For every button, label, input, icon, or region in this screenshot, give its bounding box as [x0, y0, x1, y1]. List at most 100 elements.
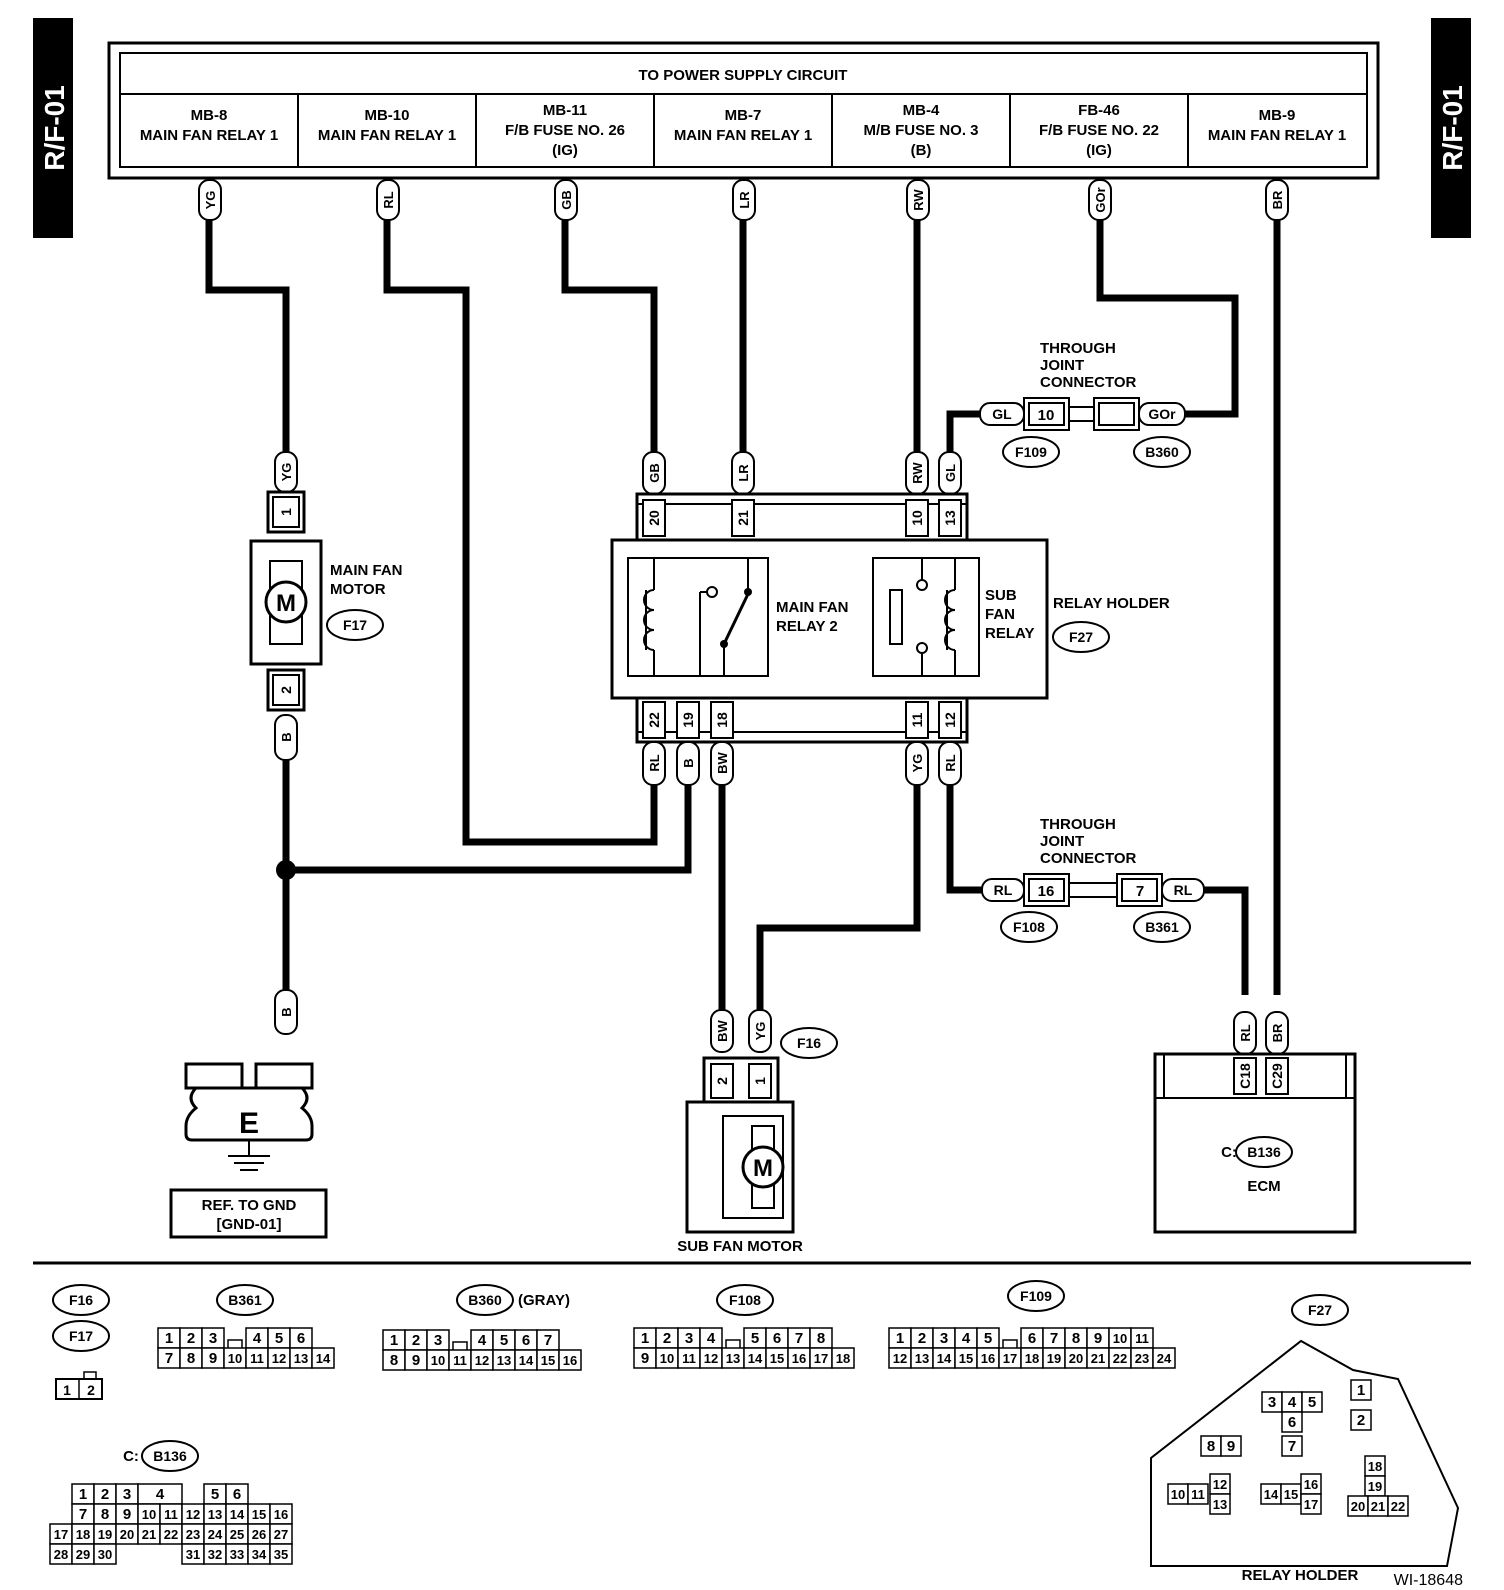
svg-text:12: 12: [942, 712, 958, 728]
pin-number: 2: [101, 1486, 109, 1503]
wire-tag-lr: LR: [737, 191, 752, 209]
svg-text:RL: RL: [994, 882, 1013, 898]
through-joint-connector-top: THROUGH JOINT CONNECTOR GL 10 1 GOr F109…: [979, 340, 1191, 468]
pin-number: 3: [209, 1330, 217, 1347]
pin-number: 4: [707, 1330, 716, 1347]
relay-holder: GB LR RW GL 20 21 10 13 MAIN FA: [610, 451, 1170, 786]
svg-text:THROUGH: THROUGH: [1040, 340, 1116, 357]
pin-number: 12: [1213, 1477, 1227, 1492]
pin-number: 3: [940, 1330, 948, 1347]
pin-cell: [831, 1347, 855, 1369]
pin-number: 5: [500, 1332, 508, 1349]
svg-text:RELAY HOLDER: RELAY HOLDER: [1053, 595, 1170, 612]
pin-cell: [93, 1543, 117, 1565]
pin-cell: [311, 1347, 335, 1369]
svg-text:2: 2: [87, 1382, 95, 1398]
pin-number: 15: [1284, 1487, 1298, 1502]
pin-number: 5: [1308, 1394, 1316, 1411]
svg-text:YG: YG: [910, 754, 925, 773]
supply-cell-mb11-line3: (IG): [552, 142, 578, 159]
pin-cell: [1187, 1483, 1209, 1505]
svg-text:YG: YG: [753, 1022, 768, 1041]
svg-text:JOINT: JOINT: [1040, 357, 1084, 374]
supply-cell-mb4-line1: MB-4: [903, 102, 940, 119]
pin-number: 31: [186, 1547, 200, 1562]
svg-text:1: 1: [278, 508, 294, 516]
ground-symbol: E: [239, 1107, 259, 1140]
svg-text:B361: B361: [1145, 919, 1179, 935]
svg-text:B360: B360: [1145, 444, 1179, 460]
svg-text:CONNECTOR: CONNECTOR: [1040, 850, 1137, 867]
pin-number: 14: [748, 1351, 763, 1366]
side-tab-right: R/F-01: [1437, 85, 1468, 171]
svg-text:LR: LR: [736, 464, 751, 482]
pin-number: 12: [893, 1351, 907, 1366]
supply-cell-fb46-line2: F/B FUSE NO. 22: [1039, 122, 1159, 139]
svg-text:REF. TO GND: REF. TO GND: [202, 1197, 297, 1214]
main-fan-motor-symbol: M: [276, 590, 296, 617]
pin-number: 7: [795, 1330, 803, 1347]
pin-number: 15: [541, 1353, 555, 1368]
svg-text:C18: C18: [1237, 1063, 1253, 1089]
pin-number: 12: [704, 1351, 718, 1366]
svg-text:B: B: [279, 1007, 294, 1016]
svg-text:F17: F17: [69, 1328, 93, 1344]
svg-text:19: 19: [680, 712, 696, 728]
svg-text:BW: BW: [715, 1019, 730, 1041]
supply-cell-mb8-line2: MAIN FAN RELAY 1: [140, 127, 278, 144]
svg-text:20: 20: [646, 510, 662, 526]
pin-number: 21: [1371, 1499, 1385, 1514]
pin-number: 18: [76, 1527, 90, 1542]
pin-number: 19: [1047, 1351, 1061, 1366]
svg-text:1: 1: [752, 1077, 768, 1085]
pin-number: 1: [896, 1330, 904, 1347]
pin-number: 3: [1268, 1394, 1276, 1411]
svg-text:11: 11: [909, 712, 925, 727]
wire-tag-gor: GOr: [1093, 187, 1108, 212]
connector-key: [227, 1339, 243, 1348]
svg-text:BW: BW: [715, 751, 730, 773]
pin-number: 11: [453, 1353, 467, 1368]
svg-text:C:: C:: [1221, 1144, 1237, 1161]
supply-cell-mb10-line1: MB-10: [364, 107, 409, 124]
svg-text:C:: C:: [123, 1448, 139, 1465]
ecm: RL BR C18 C29 C: B136 ECM: [1153, 1011, 1357, 1234]
svg-text:C29: C29: [1269, 1063, 1285, 1089]
pin-number: 15: [770, 1351, 784, 1366]
power-supply-title: TO POWER SUPPLY CIRCUIT: [639, 67, 848, 84]
sub-fan-motor-symbol: M: [753, 1155, 773, 1182]
pin-number: 6: [773, 1330, 781, 1347]
pin-number: 1: [79, 1486, 87, 1503]
pin-number: 4: [253, 1330, 262, 1347]
svg-text:F109: F109: [1020, 1288, 1052, 1304]
pin-number: 32: [208, 1547, 222, 1562]
pin-number: 24: [1157, 1351, 1172, 1366]
supply-cell-mb8-line1: MB-8: [191, 107, 228, 124]
svg-text:RL: RL: [647, 754, 662, 771]
supply-cell-mb9-line2: MAIN FAN RELAY 1: [1208, 127, 1346, 144]
svg-text:CONNECTOR: CONNECTOR: [1040, 374, 1137, 391]
pin-number: 22: [164, 1527, 178, 1542]
svg-text:22: 22: [646, 712, 662, 728]
supply-cell-mb11-line2: F/B FUSE NO. 26: [505, 122, 625, 139]
pin-number: 5: [275, 1330, 283, 1347]
pin-number: 16: [981, 1351, 995, 1366]
pin-number: 3: [123, 1486, 131, 1503]
svg-text:RELAY: RELAY: [985, 625, 1034, 642]
splice-junction: [276, 860, 296, 880]
pin-number: 8: [390, 1352, 398, 1369]
pin-number: 19: [1368, 1479, 1382, 1494]
pin-number: 6: [297, 1330, 305, 1347]
svg-text:13: 13: [942, 510, 958, 526]
connector-key: [725, 1339, 741, 1348]
pin-number: 9: [1094, 1330, 1102, 1347]
pin-number: 35: [274, 1547, 288, 1562]
svg-text:MAIN FAN: MAIN FAN: [776, 599, 849, 616]
pin-number: 9: [641, 1350, 649, 1367]
svg-text:(GRAY): (GRAY): [518, 1292, 570, 1309]
svg-text:B136: B136: [153, 1448, 187, 1464]
svg-text:RL: RL: [1174, 882, 1193, 898]
